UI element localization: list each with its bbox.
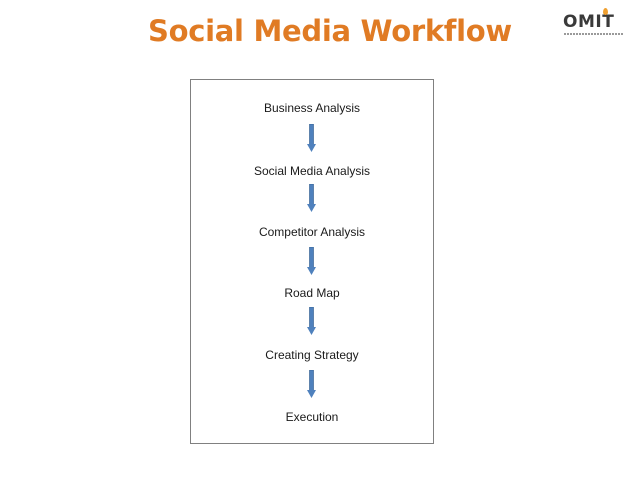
step-road-map: Road Map bbox=[284, 286, 340, 300]
down-arrow-icon bbox=[307, 124, 316, 152]
logo-wordmark: OMIT bbox=[563, 12, 615, 32]
step-business-analysis: Business Analysis bbox=[263, 101, 361, 115]
down-arrow-icon bbox=[307, 184, 316, 212]
slide-title: Social Media Workflow bbox=[148, 14, 512, 48]
flame-icon bbox=[603, 8, 608, 15]
step-execution: Execution bbox=[285, 410, 339, 424]
workflow-box: Business Analysis Social Media Analysis … bbox=[190, 79, 434, 444]
step-competitor-analysis: Competitor Analysis bbox=[258, 225, 366, 239]
down-arrow-icon bbox=[307, 307, 316, 335]
down-arrow-icon bbox=[307, 247, 316, 275]
step-creating-strategy: Creating Strategy bbox=[265, 348, 359, 362]
step-social-media-analysis: Social Media Analysis bbox=[253, 164, 371, 178]
omit-logo: OMIT bbox=[563, 8, 625, 40]
down-arrow-icon bbox=[307, 370, 316, 398]
logo-tagline bbox=[564, 33, 624, 35]
